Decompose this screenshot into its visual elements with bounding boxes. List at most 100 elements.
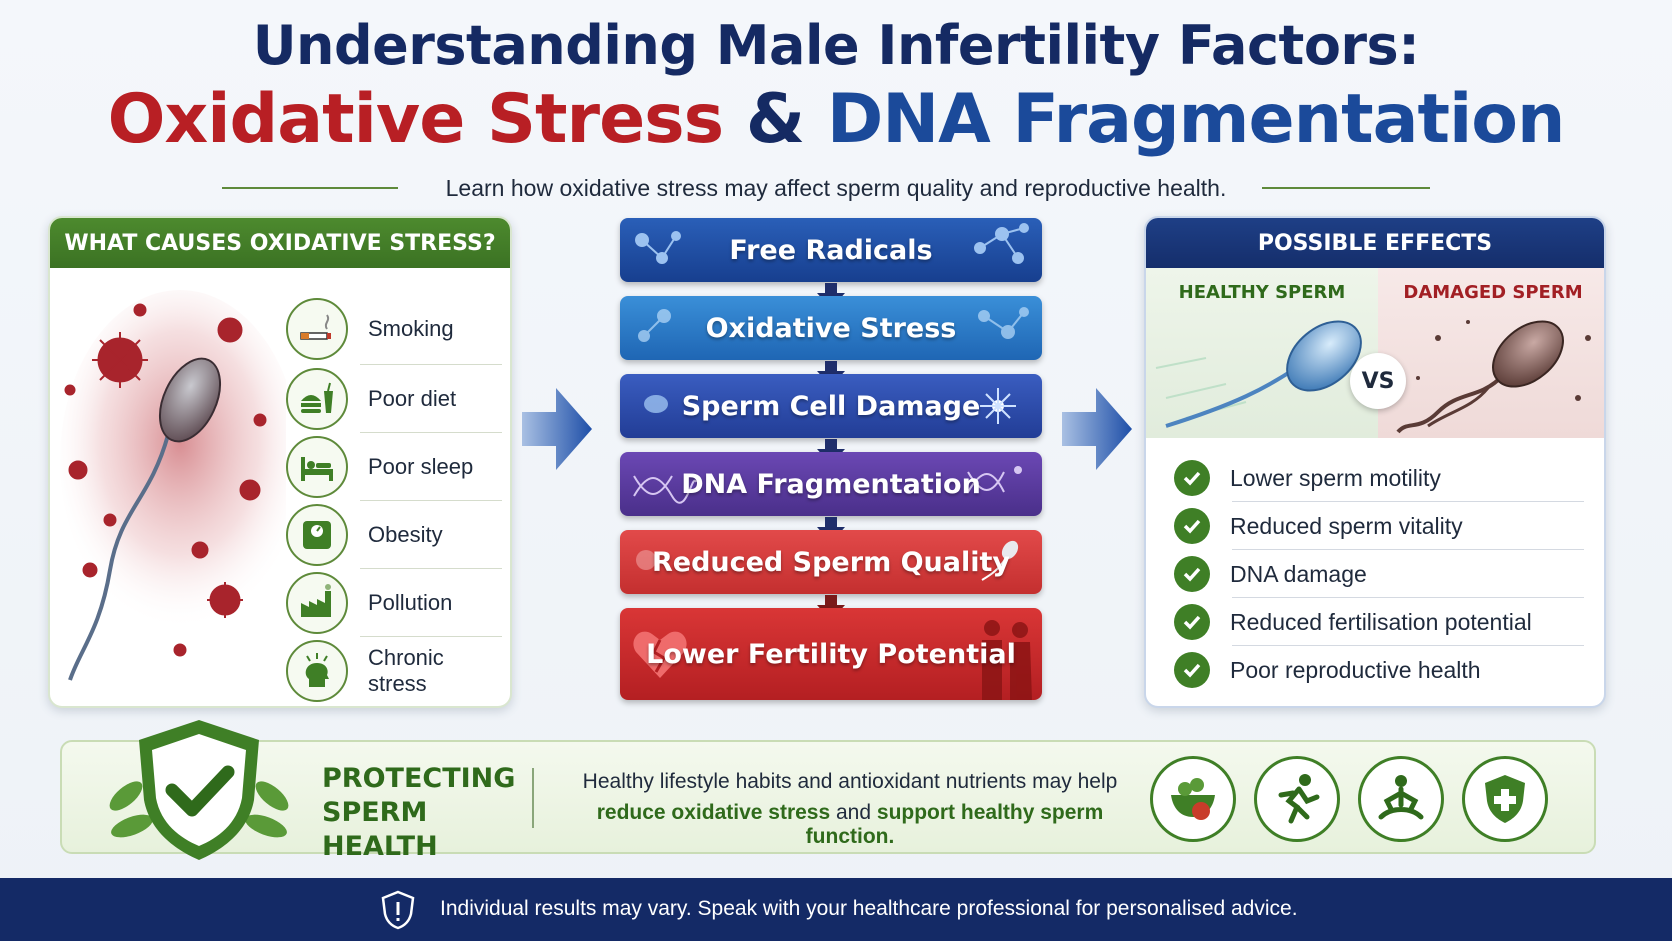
effect-item: Poor reproductive health xyxy=(1174,646,1584,694)
arrow-right-icon xyxy=(1062,388,1132,470)
connector-text: and xyxy=(830,801,877,824)
meditation-icon xyxy=(1358,756,1444,842)
couple-silhouette-icon xyxy=(982,620,1032,700)
cell-icon xyxy=(644,395,668,413)
cause-label: Obesity xyxy=(368,522,443,547)
cause-poor-diet: Poor diet xyxy=(286,366,506,432)
flow-step-lower-fertility-potential: Lower Fertility Potential xyxy=(620,608,1042,700)
title-oxidative-stress: Oxidative Stress xyxy=(107,80,725,159)
subtitle-divider-left xyxy=(222,187,398,189)
flow-step-label: Lower Fertility Potential xyxy=(646,638,1016,670)
check-icon xyxy=(1174,508,1210,544)
divider xyxy=(360,500,502,501)
health-shield-icon xyxy=(1462,756,1548,842)
effect-item: Lower sperm motility xyxy=(1174,454,1584,502)
flow-step-label: Free Radicals xyxy=(729,234,933,266)
damaged-sperm-label: DAMAGED SPERM xyxy=(1403,282,1583,303)
molecule-icon xyxy=(974,223,1029,264)
cell-icon xyxy=(636,550,656,570)
protect-banner xyxy=(60,740,1596,854)
spark-icon xyxy=(980,388,1016,424)
molecule-icon xyxy=(635,231,681,264)
bed-icon xyxy=(286,436,348,498)
causes-panel: WHAT CAUSES OXIDATIVE STRESS? xyxy=(48,216,512,708)
title-ampersand: & xyxy=(745,80,805,159)
effect-label: Poor reproductive health xyxy=(1230,656,1481,683)
protect-text: Healthy lifestyle habits and antioxidant… xyxy=(582,770,1118,793)
scale-icon xyxy=(286,504,348,566)
sperm-icon xyxy=(981,540,1019,581)
cause-poor-sleep: Poor sleep xyxy=(286,434,506,500)
arrow-right-icon xyxy=(522,388,592,470)
highlight-support-function: support healthy sperm function. xyxy=(805,801,1104,848)
flow-step-sperm-cell-damage: Sperm Cell Damage xyxy=(620,374,1042,438)
molecule-icon xyxy=(638,309,671,342)
dna-icon xyxy=(633,475,697,504)
page-title-highlight: Oxidative Stress & DNA Fragmentation xyxy=(0,80,1672,159)
check-icon xyxy=(1174,604,1210,640)
stressed-head-icon xyxy=(286,640,348,702)
check-icon xyxy=(1174,460,1210,496)
protect-title: PROTECTING SPERM HEALTH xyxy=(322,762,522,864)
flow-step-dna-fragmentation: DNA Fragmentation xyxy=(620,452,1042,516)
cause-obesity: Obesity xyxy=(286,502,506,568)
cause-label: Smoking xyxy=(368,316,454,341)
cause-pollution: Pollution xyxy=(286,570,506,636)
divider xyxy=(532,768,534,828)
cause-label: Chronic stress xyxy=(368,645,444,696)
effect-item: DNA damage xyxy=(1174,550,1584,598)
cause-label: Poor diet xyxy=(368,386,457,411)
subtitle: Learn how oxidative stress may affect sp… xyxy=(445,175,1227,201)
cause-label: Pollution xyxy=(368,590,453,615)
check-icon xyxy=(1174,652,1210,688)
flow-step-free-radicals: Free Radicals xyxy=(620,218,1042,282)
flow-step-label: Sperm Cell Damage xyxy=(681,390,981,422)
cigarette-icon xyxy=(286,298,348,360)
effect-label: Lower sperm motility xyxy=(1230,464,1441,491)
divider xyxy=(1232,645,1584,646)
protect-title-line: PROTECTING xyxy=(322,763,516,794)
divider xyxy=(360,432,502,433)
divider xyxy=(1232,597,1584,598)
dna-icon xyxy=(967,466,1022,493)
effect-label: DNA damage xyxy=(1230,560,1367,587)
shield-check-icon xyxy=(109,720,289,860)
divider xyxy=(1232,549,1584,550)
effect-label: Reduced fertilisation potential xyxy=(1230,608,1532,635)
protect-title-line: SPERM HEALTH xyxy=(322,797,438,862)
flow-step-oxidative-stress: Oxidative Stress xyxy=(620,296,1042,360)
protect-text-highlight: reduce oxidative stress and support heal… xyxy=(560,801,1140,849)
effect-label: Reduced sperm vitality xyxy=(1230,512,1463,539)
cause-label: Poor sleep xyxy=(368,454,474,479)
flow-step-label: Oxidative Stress xyxy=(705,312,957,344)
effects-panel-title: POSSIBLE EFFECTS xyxy=(1146,218,1604,268)
running-icon xyxy=(1254,756,1340,842)
footer-bar xyxy=(0,878,1672,941)
effect-item: Reduced fertilisation potential xyxy=(1174,598,1584,646)
healthy-sperm-card: HEALTHY SPERM xyxy=(1146,268,1378,438)
divider xyxy=(360,568,502,569)
effect-item: Reduced sperm vitality xyxy=(1174,502,1584,550)
sperm-under-attack-illustration xyxy=(60,290,286,681)
healthy-sperm-illustration xyxy=(1155,320,1362,428)
disclaimer-text: Individual results may vary. Speak with … xyxy=(440,897,1298,920)
flow-step-label: Reduced Sperm Quality xyxy=(651,546,1011,578)
flow-step-label: DNA Fragmentation xyxy=(681,468,981,500)
healthy-food-icon xyxy=(1150,756,1236,842)
warning-shield-icon xyxy=(381,890,415,930)
effects-panel: POSSIBLE EFFECTS HEALTHY SPERM DAMAGED S… xyxy=(1144,216,1606,708)
damaged-sperm-card: DAMAGED SPERM xyxy=(1378,268,1604,438)
flow-step-reduced-sperm-quality: Reduced Sperm Quality xyxy=(620,530,1042,594)
cause-chronic-stress: Chronic stress xyxy=(286,638,506,704)
page-title: Understanding Male Infertility Factors: xyxy=(252,14,1420,77)
vs-badge: VS xyxy=(1350,353,1406,409)
damaged-sperm-illustration xyxy=(1396,320,1591,434)
cause-smoking: Smoking xyxy=(286,296,506,362)
factory-icon xyxy=(286,572,348,634)
causes-panel-title: WHAT CAUSES OXIDATIVE STRESS? xyxy=(50,218,510,268)
divider xyxy=(360,636,502,637)
broken-heart-icon xyxy=(633,631,687,678)
check-icon xyxy=(1174,556,1210,592)
healthy-sperm-label: HEALTHY SPERM xyxy=(1178,282,1346,303)
molecule-icon xyxy=(978,307,1029,339)
